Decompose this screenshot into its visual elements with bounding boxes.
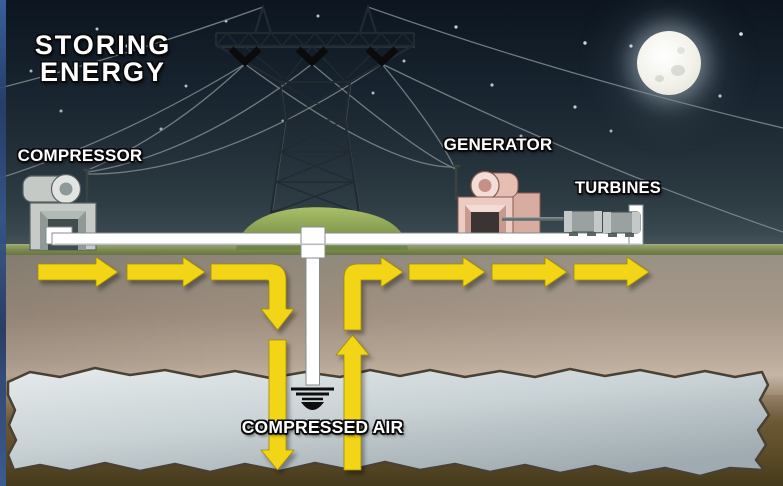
flow-arrow-right-5 [573, 256, 650, 288]
flow-arrow-right-1 [37, 256, 119, 288]
title-line-1: STORING [34, 30, 172, 60]
flow-arrow-right-4 [491, 256, 568, 288]
insulator-icon [365, 46, 399, 67]
insulator-icon [228, 46, 262, 67]
air-storage-cavern [6, 366, 771, 478]
generator-machine [452, 164, 570, 240]
generator-label: GENERATOR [443, 135, 553, 154]
flow-arrow-down [260, 339, 295, 471]
transmission-tower-icon [214, 3, 416, 215]
insulator-icon [295, 46, 329, 67]
video-edge-artifact [0, 0, 6, 486]
flow-arrow-turn-right [343, 256, 404, 331]
compressor-label: COMPRESSOR [17, 146, 143, 165]
compressed-air-label: COMPRESSED AIR [241, 417, 404, 437]
flow-arrow-up [335, 334, 370, 471]
pipe-network [45, 204, 644, 386]
flow-arrow-turn-down [210, 263, 295, 331]
flow-arrow-right-2 [126, 256, 206, 288]
moon-crater [655, 75, 664, 82]
turbine-machines [563, 210, 641, 237]
turbines-label: TURBINES [575, 179, 661, 197]
moon-crater [671, 65, 685, 76]
page-title: STORING ENERGY [28, 32, 178, 86]
moon [637, 31, 701, 95]
flow-arrow-right-3 [408, 256, 486, 288]
title-line-2: ENERGY [39, 57, 167, 87]
air-flow-arrows [37, 256, 650, 471]
moon-crater [677, 47, 685, 54]
ground-electrode-symbol [291, 387, 334, 410]
